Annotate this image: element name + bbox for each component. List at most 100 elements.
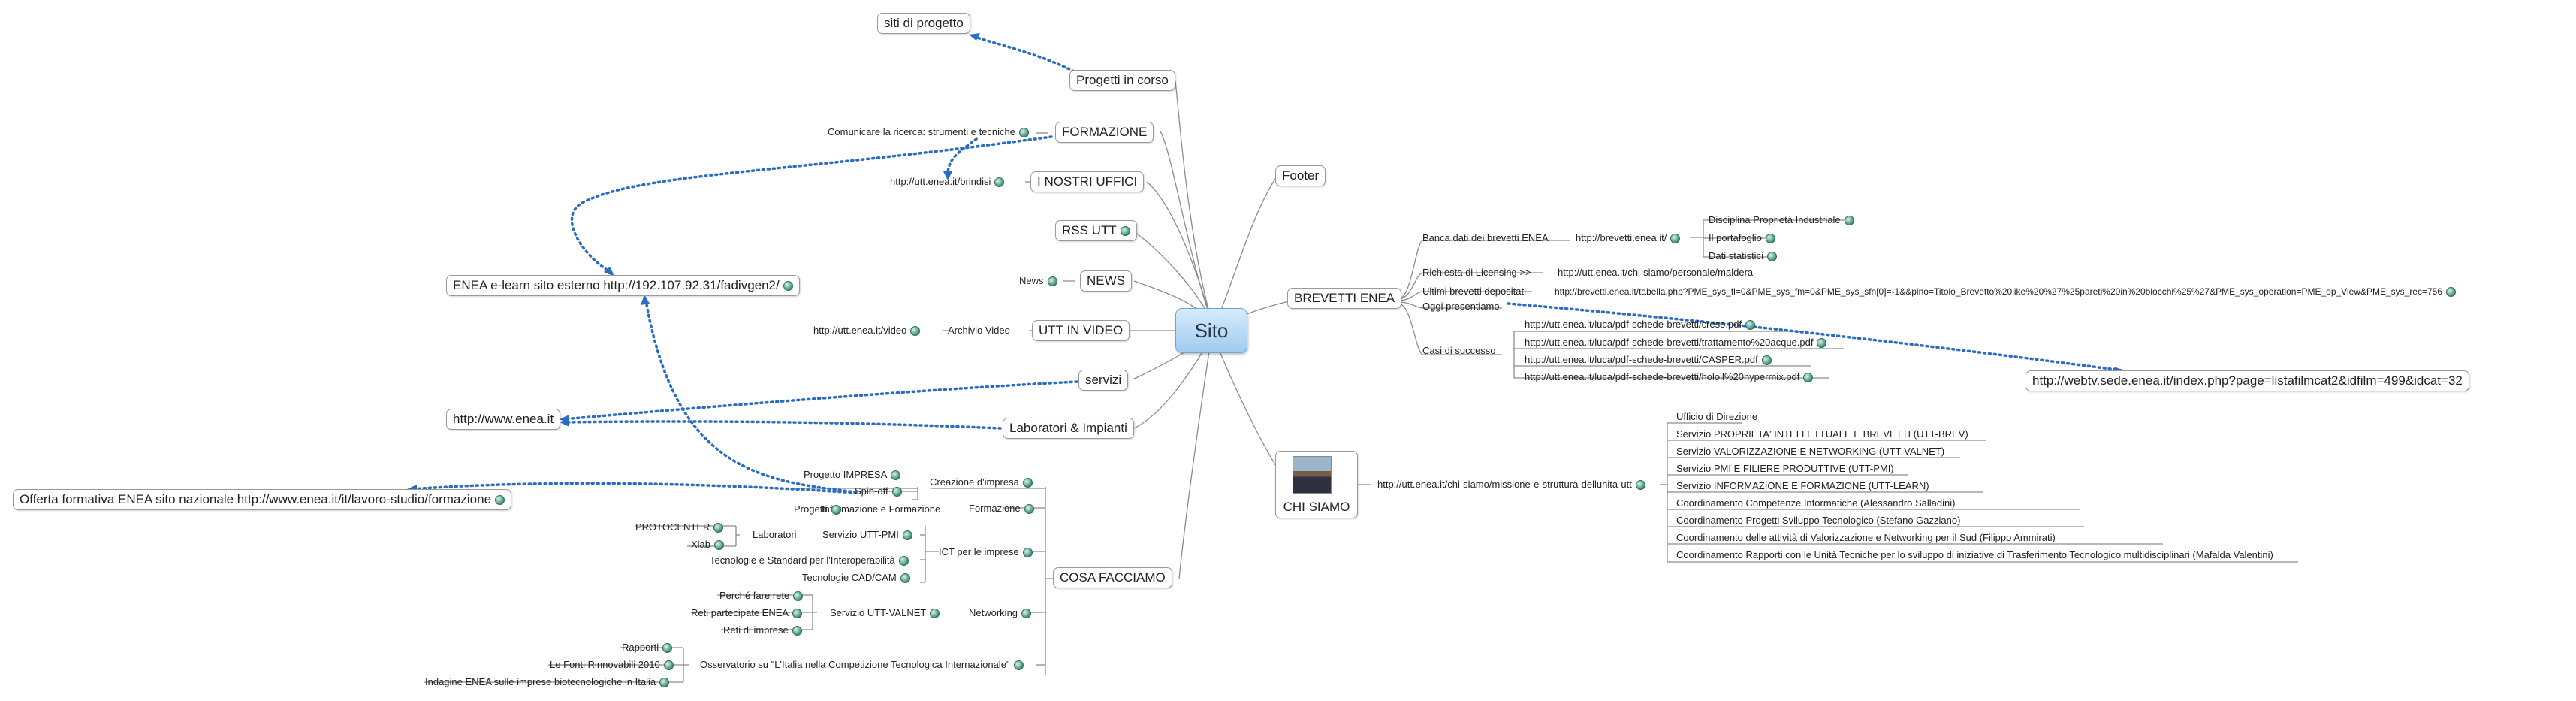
note-icon [1635, 480, 1645, 491]
leaf-progetto-impresa[interactable]: Progetto IMPRESA [804, 469, 901, 481]
note-icon [792, 626, 802, 636]
leaf-ultimi[interactable]: Ultimi brevetti depositati [1422, 286, 1526, 297]
leaf-licensing-url[interactable]: http://utt.enea.it/chi-siamo/personale/m… [1558, 267, 1754, 278]
leaf-chi-url[interactable]: http://utt.enea.it/chi-siamo/missione-e-… [1377, 479, 1645, 491]
note-icon [1019, 128, 1029, 138]
leaf-networking[interactable]: Networking [969, 607, 1032, 619]
leaf-xlab[interactable]: Xlab [691, 539, 725, 551]
note-icon [1047, 276, 1057, 287]
node-news[interactable]: NEWS [1080, 270, 1132, 292]
chi-item[interactable]: Coordinamento Rapporti con le Unità Tecn… [1676, 549, 2273, 560]
note-icon [1021, 609, 1032, 619]
chi-item[interactable]: Coordinamento Progetti Sviluppo Tecnolog… [1676, 515, 1961, 526]
node-laboratori-impianti[interactable]: Laboratori & Impianti [1003, 418, 1134, 439]
note-icon [792, 609, 803, 619]
casi-item[interactable]: http://utt.enea.it/luca/pdf-schede-breve… [1525, 337, 1827, 349]
root-node[interactable]: Sito [1175, 308, 1247, 353]
note-icon [495, 495, 505, 506]
note-icon [1765, 234, 1775, 244]
node-utt-video[interactable]: UTT IN VIDEO [1032, 320, 1130, 341]
note-icon [1022, 478, 1033, 488]
leaf-rapporti[interactable]: Rapporti [622, 642, 673, 654]
node-chi-siamo[interactable]: CHI SIAMO [1275, 451, 1358, 518]
leaf-spin-off[interactable]: Spin-off [855, 485, 902, 497]
leaf-video-url[interactable]: http://utt.enea.it/video [813, 325, 921, 337]
note-icon [910, 326, 921, 337]
chi-item[interactable]: Servizio PMI E FILIERE PRODUTTIVE (UTT-P… [1676, 463, 1894, 474]
note-icon [793, 591, 804, 602]
leaf-progetti[interactable]: Progetti [794, 503, 841, 515]
note-icon [891, 487, 902, 497]
note-icon [1761, 355, 1772, 366]
leaf-ultimi-url[interactable]: http://brevetti.enea.it/tabella.php?PME_… [1555, 286, 2457, 298]
chi-item[interactable]: Servizio PROPRIETA' INTELLETTUALE E BREV… [1676, 428, 1968, 440]
note-icon [1817, 338, 1827, 349]
leaf-protocenter[interactable]: PROTOCENTER [635, 521, 724, 533]
leaf-indagine[interactable]: Indagine ENEA sulle imprese biotecnologi… [425, 676, 670, 688]
leaf-casi[interactable]: Casi di successo [1422, 345, 1496, 356]
note-icon [783, 281, 793, 292]
note-icon [1120, 226, 1130, 237]
note-icon [1844, 216, 1854, 226]
leaf-creazione[interactable]: Creazione d'impresa [930, 476, 1033, 488]
leaf-perche[interactable]: Perché fare rete [719, 590, 804, 602]
note-icon [1670, 234, 1681, 244]
leaf-brevetti-url[interactable]: http://brevetti.enea.it/ [1576, 232, 1681, 244]
node-offerta[interactable]: Offerta formativa ENEA sito nazionale ht… [13, 489, 512, 510]
node-formazione[interactable]: FORMAZIONE [1055, 122, 1154, 143]
casi-item[interactable]: http://utt.enea.it/luca/pdf-schede-breve… [1525, 371, 1814, 383]
note-icon [891, 470, 901, 481]
node-progetti-in-corso[interactable]: Progetti in corso [1069, 70, 1175, 91]
leaf-banca-dati[interactable]: Banca dati dei brevetti ENEA [1422, 232, 1549, 243]
chi-item[interactable]: Ufficio di Direzione [1676, 411, 1758, 422]
leaf-laboratori[interactable]: Laboratori [753, 529, 797, 540]
chi-item[interactable]: Coordinamento delle attività di Valorizz… [1676, 532, 2056, 543]
node-nostri-uffici[interactable]: I NOSTRI UFFICI [1030, 171, 1145, 192]
note-icon [900, 573, 910, 584]
node-servizi[interactable]: servizi [1078, 370, 1129, 391]
node-cosa-facciamo[interactable]: COSA FACCIAMO [1053, 567, 1172, 588]
note-icon [1022, 548, 1033, 558]
leaf-comunicare[interactable]: Comunicare la ricerca: strumenti e tecni… [828, 126, 1029, 138]
leaf-info-form[interactable]: Informazione e Formazione [822, 503, 941, 515]
casi-item[interactable]: http://utt.enea.it/luca/pdf-schede-breve… [1525, 319, 1756, 331]
note-icon [994, 177, 1005, 188]
leaf-disciplina[interactable]: Disciplina Proprietà Industriale [1709, 214, 1854, 226]
leaf-brindisi[interactable]: http://utt.enea.it/brindisi [890, 176, 1005, 188]
note-icon [1803, 373, 1814, 383]
leaf-statistici[interactable]: Dati statistici [1709, 250, 1777, 262]
note-icon [713, 523, 724, 533]
leaf-servizio-pmi[interactable]: Servizio UTT-PMI [822, 529, 912, 541]
chi-item[interactable]: Coordinamento Competenze Informatiche (A… [1676, 497, 1956, 509]
leaf-reti-imprese[interactable]: Reti di imprese [723, 624, 802, 636]
leaf-licensing[interactable]: Richiesta di Licensing >> [1422, 267, 1531, 278]
leaf-oggi[interactable]: Oggi presentiamo [1422, 301, 1500, 312]
leaf-archivio-video[interactable]: Archivio Video [948, 325, 1010, 336]
note-icon [1013, 660, 1024, 671]
note-icon [831, 505, 841, 515]
node-rss[interactable]: RSS UTT [1055, 220, 1137, 241]
note-icon [1745, 320, 1756, 331]
node-footer[interactable]: Footer [1275, 165, 1326, 186]
leaf-servizio-valnet[interactable]: Servizio UTT-VALNET [830, 607, 940, 619]
node-webtv[interactable]: http://webtv.sede.enea.it/index.php?page… [2026, 370, 2469, 391]
node-siti-di-progetto[interactable]: siti di progetto [877, 13, 970, 34]
leaf-osservatorio[interactable]: Osservatorio su "L'Italia nella Competiz… [700, 659, 1024, 671]
leaf-ict[interactable]: ICT per le imprese [939, 546, 1033, 558]
leaf-portafoglio[interactable]: Il portafoglio [1709, 232, 1775, 244]
leaf-cad[interactable]: Tecnologie CAD/CAM [802, 572, 910, 584]
chi-item[interactable]: Servizio VALORIZZAZIONE E NETWORKING (UT… [1676, 446, 1945, 457]
leaf-reti-partecipate[interactable]: Reti partecipate ENEA [691, 607, 803, 619]
node-www-enea[interactable]: http://www.enea.it [446, 409, 561, 430]
leaf-formazione-cosa[interactable]: Formazione [969, 503, 1034, 515]
leaf-fonti[interactable]: Le Fonti Rinnovabili 2010 [550, 659, 674, 671]
note-icon [902, 530, 912, 541]
node-brevetti[interactable]: BREVETTI ENEA [1287, 288, 1402, 309]
leaf-news[interactable]: News [1019, 275, 1057, 287]
leaf-tecnologie-std[interactable]: Tecnologie e Standard per l'Interoperabi… [710, 554, 909, 567]
node-elearn[interactable]: ENEA e-learn sito esterno http://192.107… [446, 275, 800, 296]
note-icon [662, 643, 673, 654]
chi-item[interactable]: Servizio INFORMAZIONE E FORMAZIONE (UTT-… [1676, 480, 1929, 491]
casi-item[interactable]: http://utt.enea.it/luca/pdf-schede-breve… [1525, 354, 1772, 366]
